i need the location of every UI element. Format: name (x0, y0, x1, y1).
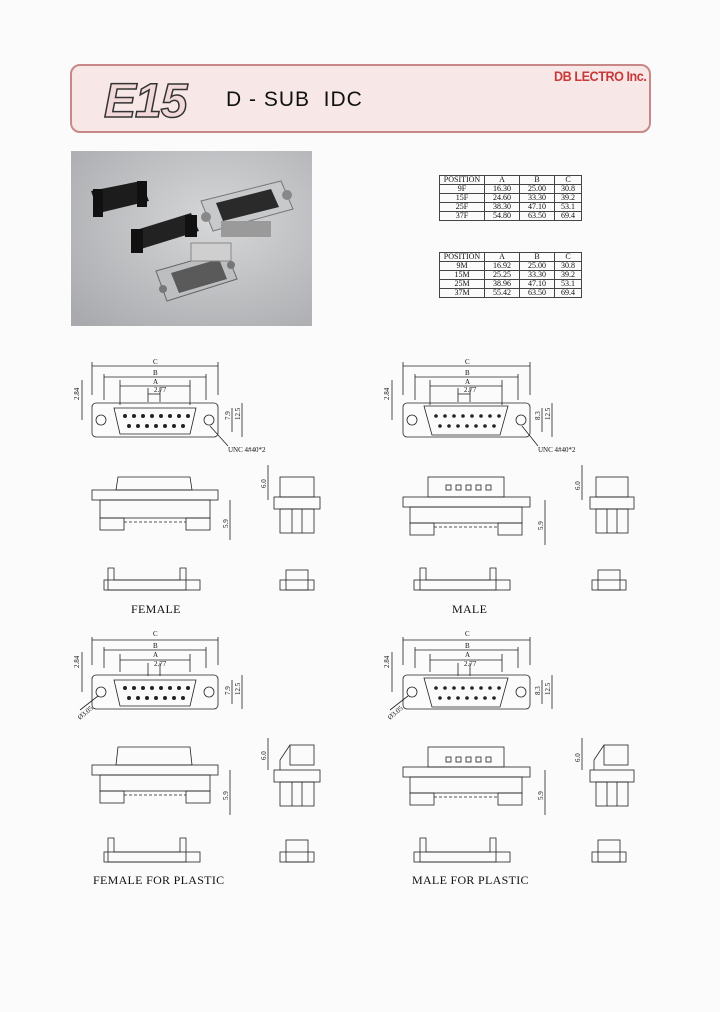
dim-b: B (465, 642, 470, 650)
page-title: D - SUB IDC (226, 88, 363, 111)
dim-body-height: 5.9 (537, 791, 545, 800)
male-plastic-side-view (402, 738, 635, 863)
dim-pitch: 2.77 (464, 660, 477, 668)
dim-pitch: 2.77 (464, 386, 477, 394)
dim-a: A (153, 651, 158, 659)
dim-height: 2.84 (383, 655, 391, 668)
female-side-view (91, 465, 321, 591)
dim-c: C (153, 358, 158, 366)
dim-height: 2.84 (383, 387, 391, 400)
dim-inner: 7.9 (224, 411, 232, 420)
male-side-view (402, 465, 635, 591)
dim-height: 2.84 (73, 387, 81, 400)
caption-male-plastic: MALE FOR PLASTIC (412, 873, 529, 887)
dim-body-height: 5.9 (222, 519, 230, 528)
dim-inner: 7.9 (224, 686, 232, 695)
brand-name: DB LECTRO Inc. (554, 68, 647, 84)
dim-thread: UNC 4#40*2 (228, 446, 266, 454)
dim-pitch: 2.77 (154, 386, 167, 394)
series-logo: E15 (103, 75, 188, 128)
dim-side-height: 6.0 (574, 753, 582, 762)
dim-outer: 12.5 (234, 682, 242, 695)
product-photo (71, 151, 312, 326)
dim-c: C (153, 630, 158, 638)
dim-a: A (465, 378, 470, 386)
dim-inner: 8.3 (534, 411, 542, 420)
dim-a: A (465, 651, 470, 659)
caption-female-plastic: FEMALE FOR PLASTIC (93, 873, 225, 887)
dim-b: B (465, 369, 470, 377)
dim-pitch: 2.77 (154, 660, 167, 668)
female-plastic-side-view (91, 738, 321, 863)
dim-body-height: 5.9 (222, 791, 230, 800)
dim-side-height: 6.0 (574, 481, 582, 490)
male-front-view (391, 362, 553, 447)
female-plastic-front-view (79, 637, 243, 711)
dim-c: C (465, 358, 470, 366)
dim-thread: UNC 4#40*2 (538, 446, 576, 454)
table-cell: 69.4 (554, 211, 582, 221)
header-banner (70, 64, 651, 133)
dim-c: C (465, 630, 470, 638)
dim-outer: 12.5 (544, 682, 552, 695)
dim-a: A (153, 378, 158, 386)
male-plastic-front-view (389, 637, 553, 711)
dim-b: B (153, 369, 158, 377)
dim-b: B (153, 642, 158, 650)
dim-inner: 8.3 (534, 686, 542, 695)
dim-side-height: 6.0 (260, 479, 268, 488)
dim-outer: 12.5 (234, 407, 242, 420)
dim-body-height: 5.9 (537, 521, 545, 530)
dim-height: 2.84 (73, 655, 81, 668)
caption-female: FEMALE (131, 602, 181, 616)
table-cell: 69.4 (554, 288, 582, 298)
dim-hole: Ø3.05 (386, 704, 405, 722)
female-front-view (81, 362, 243, 447)
dim-side-height: 6.0 (260, 751, 268, 760)
dim-outer: 12.5 (544, 407, 552, 420)
caption-male: MALE (452, 602, 488, 616)
